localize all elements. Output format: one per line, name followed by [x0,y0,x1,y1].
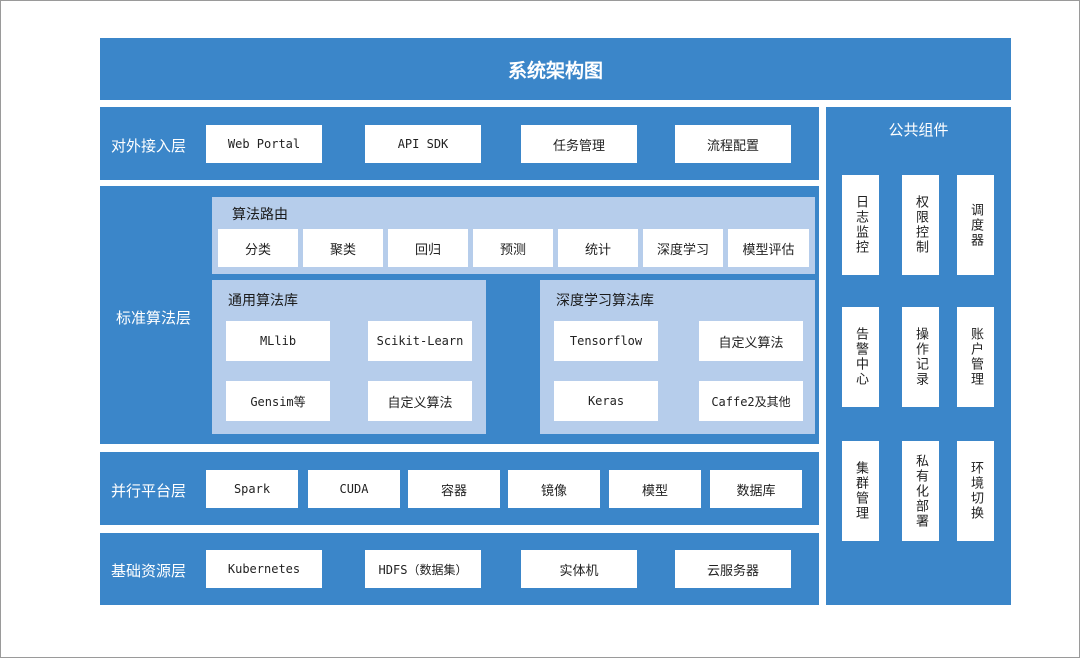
parallel-item: 镜像 [508,470,600,508]
common-item: 权限控制 [902,175,939,275]
infra-item: 实体机 [521,550,637,588]
general-lib-item: Gensim等 [226,381,330,421]
deep-lib-item: Keras [554,381,658,421]
algorithm-router-panel: 算法路由 分类 聚类 回归 预测 统计 深度学习 模型评估 [212,197,815,274]
parallel-platform-layer: 并行平台层 Spark CUDA 容器 镜像 模型 数据库 [100,452,819,525]
general-lib-item: MLlib [226,321,330,361]
deep-lib-item: Tensorflow [554,321,658,361]
common-item: 日志监控 [842,175,879,275]
general-algorithm-library-panel: 通用算法库 MLlib Scikit-Learn Gensim等 自定义算法 [212,280,486,434]
access-layer-label: 对外接入层 [111,137,187,155]
parallel-item: 容器 [408,470,500,508]
parallel-item: CUDA [308,470,400,508]
deep-learning-library-panel: 深度学习算法库 Tensorflow 自定义算法 Keras Caffe2及其他 [540,280,815,434]
common-components-label: 公共组件 [888,121,949,139]
router-item: 深度学习 [643,229,723,267]
infra-item: HDFS（数据集） [365,550,481,588]
router-item: 模型评估 [728,229,809,267]
algorithm-layer-label: 标准算法层 [116,309,192,327]
deep-learning-library-label: 深度学习算法库 [556,293,654,309]
access-layer: 对外接入层 Web Portal API SDK 任务管理 流程配置 [100,107,819,180]
common-item: 告警中心 [842,307,879,407]
common-item: 调度器 [957,175,994,275]
general-algorithm-library-label: 通用算法库 [228,293,298,309]
algorithm-router-label: 算法路由 [232,207,288,223]
deep-lib-item: Caffe2及其他 [699,381,803,421]
router-item: 分类 [218,229,298,267]
parallel-platform-layer-label: 并行平台层 [111,482,187,500]
common-item: 私有化部署 [902,441,939,541]
general-lib-item: 自定义算法 [368,381,472,421]
router-item: 聚类 [303,229,383,267]
access-item-flow-config: 流程配置 [675,125,791,163]
access-item-api-sdk: API SDK [365,125,481,163]
parallel-item: Spark [206,470,298,508]
parallel-item: 数据库 [710,470,802,508]
parallel-item: 模型 [609,470,701,508]
common-item: 账户管理 [957,307,994,407]
algorithm-layer: 标准算法层 算法路由 分类 聚类 回归 预测 统计 深度学习 模型评估 通用算法… [100,186,819,444]
diagram-title: 系统架构图 [100,38,1011,100]
deep-lib-item: 自定义算法 [699,321,803,361]
common-item: 环境切换 [957,441,994,541]
general-lib-item: Scikit-Learn [368,321,472,361]
router-item: 统计 [558,229,638,267]
router-item: 回归 [388,229,468,267]
access-item-task-management: 任务管理 [521,125,637,163]
infrastructure-layer-label: 基础资源层 [111,562,187,580]
common-item: 集群管理 [842,441,879,541]
common-item: 操作记录 [902,307,939,407]
infra-item: 云服务器 [675,550,791,588]
common-components-column: 公共组件 日志监控 权限控制 调度器 告警中心 操作记录 账户管理 集群管理 私… [826,107,1011,605]
infra-item: Kubernetes [206,550,322,588]
access-item-web-portal: Web Portal [206,125,322,163]
infrastructure-layer: 基础资源层 Kubernetes HDFS（数据集） 实体机 云服务器 [100,533,819,605]
router-item: 预测 [473,229,553,267]
